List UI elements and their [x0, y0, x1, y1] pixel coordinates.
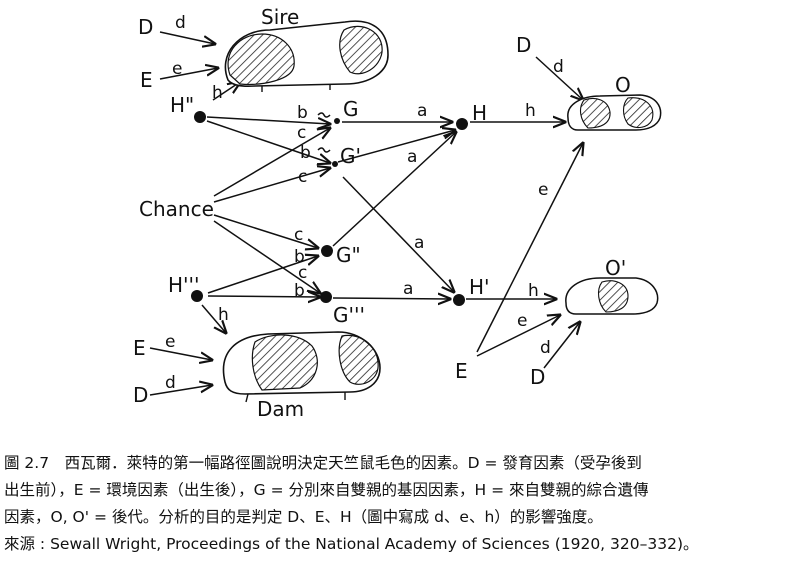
label-h: H — [472, 101, 487, 125]
figure-caption: 圖 2.7 西瓦爾．萊特的第一幅路徑圖說明決定天竺鼠毛色的因素。D = 發育因素… — [4, 450, 784, 558]
label-h-2: h — [528, 281, 539, 301]
label-dam-E: E — [133, 336, 146, 360]
arrow-dam-e — [149, 347, 212, 360]
squiggle-g — [317, 112, 331, 118]
arrow-hsire-gprime — [206, 120, 330, 163]
label-g-prime: G' — [340, 144, 361, 168]
squiggle-gprime — [317, 147, 331, 153]
label-a-1: a — [417, 101, 427, 121]
offspring-oprime-guinea-pig — [565, 277, 659, 315]
label-b-4: b — [294, 281, 305, 301]
label-dam-D: D — [133, 383, 148, 407]
node-h — [456, 118, 468, 130]
node-h-dam — [191, 290, 203, 302]
label-h-prime: H' — [469, 275, 490, 299]
node-g-triple — [320, 291, 332, 303]
arrow-chance-gprime — [213, 168, 330, 203]
label-b-2: b — [300, 143, 311, 163]
arrow-chance-g — [213, 128, 330, 197]
label-e-1: e — [538, 180, 548, 200]
label-o-prime: O' — [605, 256, 626, 280]
label-c-2: c — [298, 167, 307, 187]
label-sire: Sire — [261, 5, 299, 29]
arrow-hsire-g — [206, 116, 330, 124]
arrow-dam-d — [149, 385, 212, 396]
label-g: G — [343, 97, 359, 121]
arrow-hdam-dam — [201, 304, 226, 333]
label-sire-e: e — [172, 59, 182, 79]
arrow-gprime-hprime — [342, 176, 454, 292]
label-b-1: b — [297, 103, 308, 123]
label-a-4: a — [403, 279, 413, 299]
label-b-3: b — [294, 247, 305, 267]
label-a-2: a — [407, 147, 417, 167]
label-c-3: c — [294, 225, 303, 245]
node-h-prime — [453, 294, 465, 306]
caption-source: 來源 : Sewall Wright, Proceedings of the N… — [4, 535, 699, 553]
label-o-d: d — [553, 57, 564, 77]
node-g — [334, 118, 340, 124]
label-h-dam: H''' — [168, 273, 200, 297]
arrow-gtriple-hprime — [332, 298, 450, 299]
caption-line-3: 因素，O, O' = 後代。分析的目的是判定 D、E、H（圖中寫成 d、e、h）… — [4, 508, 603, 526]
label-sire-D: D — [138, 15, 153, 39]
label-h-sire: H" — [170, 93, 194, 117]
arrow-gprime-h — [337, 130, 455, 163]
arrow-sire-d — [159, 31, 215, 44]
label-g-triple: G''' — [333, 303, 365, 327]
label-dam-h: h — [218, 305, 229, 325]
arrow-chance-gdouble — [213, 214, 318, 248]
label-sire-d: d — [175, 13, 186, 33]
label-sire-E: E — [140, 68, 153, 92]
arrow-e-oprime — [476, 315, 560, 357]
offspring-o-guinea-pig — [567, 94, 662, 131]
arrow-sire-e — [159, 68, 218, 80]
node-g-double — [321, 245, 333, 257]
label-e-2: e — [517, 311, 527, 331]
label-dam-d: d — [165, 373, 176, 393]
label-a-3: a — [414, 233, 424, 253]
arrow-hdam-gdouble — [207, 256, 318, 294]
dam-guinea-pig — [222, 331, 381, 403]
arrow-o-d — [535, 56, 583, 100]
label-oprime-D: D — [530, 365, 545, 389]
label-sire-h: h — [212, 83, 223, 103]
arrow-chance-gtriple — [213, 220, 320, 293]
arrow-oprime-d — [543, 322, 580, 369]
arrow-e-o — [476, 143, 583, 353]
node-g-prime — [332, 161, 338, 167]
caption-line-2: 出生前），E = 環境因素（出生後），G = 分別來自雙親的基因因素，H = 來… — [4, 481, 649, 499]
caption-line-1: 圖 2.7 西瓦爾．萊特的第一幅路徑圖說明決定天竺鼠毛色的因素。D = 發育因素… — [4, 454, 642, 472]
label-dam: Dam — [257, 397, 304, 421]
label-c-4: c — [298, 263, 307, 283]
label-dam-e: e — [165, 332, 175, 352]
label-g-double: G" — [336, 243, 361, 267]
label-E-bottom: E — [455, 359, 468, 383]
node-h-sire — [194, 111, 206, 123]
label-h-1: h — [525, 101, 536, 121]
sire-guinea-pig — [224, 20, 389, 92]
arrow-gdouble-h — [332, 132, 456, 247]
arrow-hdam-gtriple — [207, 296, 320, 297]
label-chance: Chance — [139, 197, 214, 221]
label-c-1: c — [297, 123, 306, 143]
label-o-D: D — [516, 33, 531, 57]
path-diagram: Sire Dam Chance H" H''' G G' G" G''' H H… — [133, 5, 662, 421]
label-oprime-d: d — [540, 338, 551, 358]
label-o: O — [615, 73, 631, 97]
